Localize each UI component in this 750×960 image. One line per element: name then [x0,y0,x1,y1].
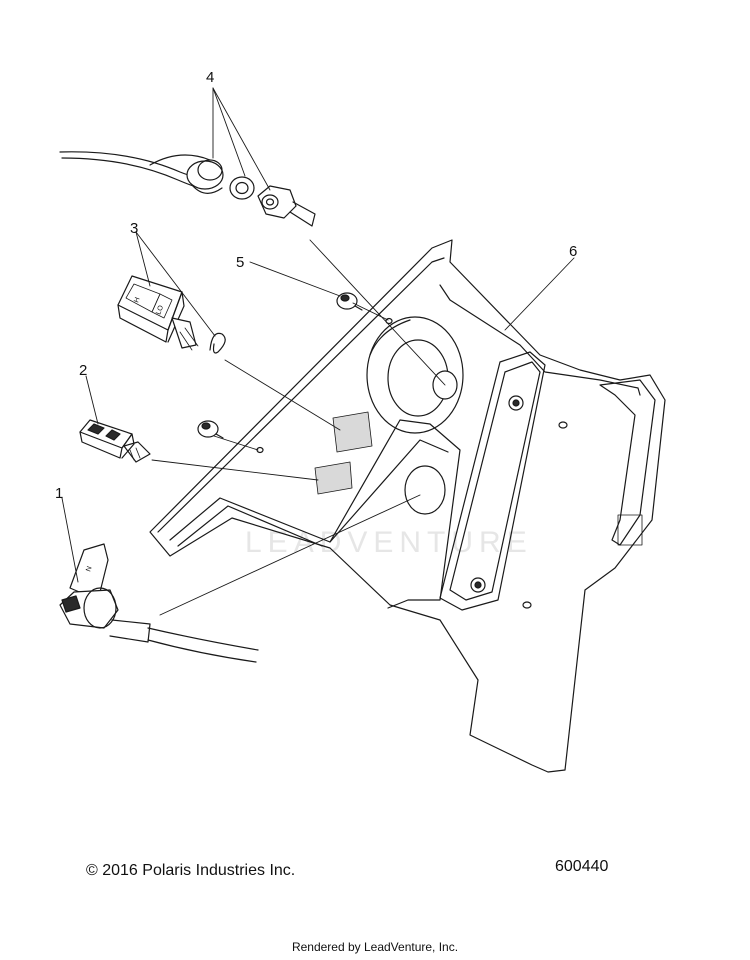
screw-part-5 [336,292,363,311]
switch-part-2 [79,419,151,463]
watermark: LEADVENTURE [245,526,533,559]
diagram-part-number: 600440 [555,858,609,875]
ignition-switch-part-1: N [59,543,259,663]
rendered-by-text: Rendered by LeadVenture, Inc. [291,940,459,954]
dash-panel-part-6 [149,239,666,773]
power-outlet-part-4 [59,151,316,227]
switch-label-hi: H [133,297,141,304]
screw-lower [197,420,224,439]
callout-6: 6 [569,243,577,260]
callout-1: 1 [55,485,63,502]
switch-label-n: N [85,566,93,573]
callout-4: 4 [206,69,214,86]
callout-5: 5 [236,254,244,271]
callout-3: 3 [130,220,138,237]
copyright-text: © 2016 Polaris Industries Inc. [86,862,296,879]
callout-2: 2 [79,362,87,379]
leader-lines [61,87,575,616]
switch-label-lo: LO [155,304,165,316]
rocker-switch-part-3: H LO [117,275,226,354]
